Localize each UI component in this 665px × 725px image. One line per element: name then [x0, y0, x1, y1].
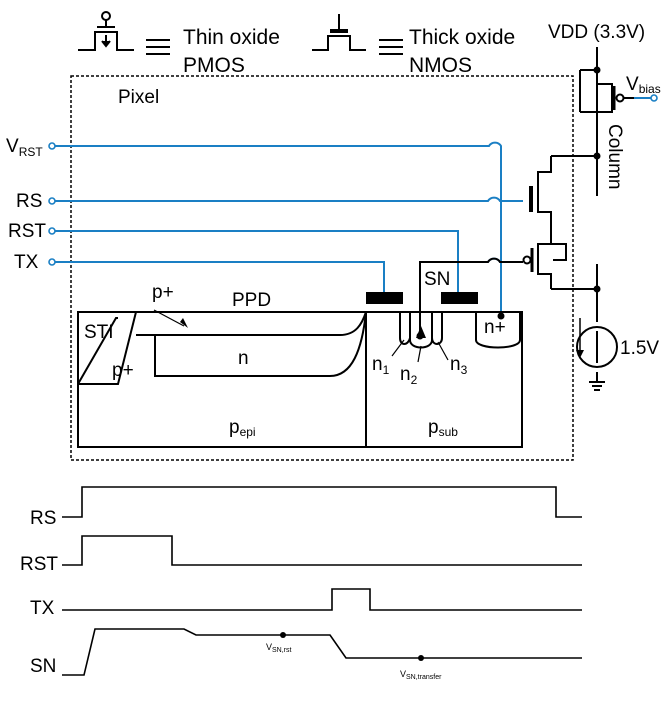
vbias-wire: [634, 94, 658, 102]
timing-waveforms: [62, 486, 582, 676]
device-cross-section: [77, 311, 523, 448]
p-plus-arrow-icon: [180, 318, 188, 328]
tx-label: TX: [14, 252, 39, 273]
n2-arrow-icon: [416, 326, 426, 338]
vsn-transfer-label: VSN,transfer: [400, 669, 442, 681]
vsn-transfer-dot: [418, 655, 424, 661]
psub-label: psub: [428, 417, 458, 439]
n3-label: n3: [450, 354, 468, 377]
current-source-label: 1.5V: [620, 338, 659, 359]
equivalence-sign-nmos: [379, 39, 403, 55]
timing-tx-label: TX: [30, 598, 55, 619]
rs-waveform: [62, 486, 582, 518]
vrst-contact-dot: [497, 312, 505, 320]
signal-pins: [48, 142, 56, 266]
timing-sn-label: SN: [30, 656, 56, 677]
nmos-legend-line1: Thick oxide: [409, 26, 515, 49]
pmos-legend-line1: Thin oxide: [183, 26, 280, 49]
pixel-boundary: [70, 75, 574, 461]
column-transistors: [522, 156, 605, 391]
current-arrow-icon: [576, 318, 584, 358]
rst-waveform: [62, 535, 582, 566]
supply-dots: [593, 66, 601, 293]
current-source: [576, 326, 618, 368]
pmos-legend-line2: PMOS: [183, 54, 245, 77]
p-plus-side-label: p+: [112, 360, 134, 381]
n1-label: n1: [372, 354, 390, 377]
p-plus-top-label: p+: [152, 282, 174, 303]
equivalence-sign-pmos: [146, 39, 170, 55]
vdd-label: VDD (3.3V): [548, 22, 645, 43]
column-label: Column: [604, 124, 625, 189]
pmos-legend-symbol: [78, 11, 134, 51]
sn-waveform: [62, 628, 582, 676]
ppd-label: PPD: [232, 290, 271, 311]
rs-label: RS: [16, 191, 42, 212]
tx-waveform: [62, 588, 582, 611]
pixel-title: Pixel: [118, 87, 159, 108]
n-plus-label: n+: [484, 317, 506, 338]
nmos-legend-line2: NMOS: [409, 54, 472, 77]
timing-rs-label: RS: [30, 508, 56, 529]
rst-label: RST: [8, 221, 46, 242]
nmos-legend-symbol: [312, 14, 366, 51]
sn-label: SN: [424, 269, 450, 290]
pepi-label: pepi: [229, 417, 256, 439]
n-well-label: n: [238, 348, 249, 369]
vrst-label: VRST: [6, 136, 43, 159]
vsn-rst-label: VSN,rst: [266, 642, 292, 654]
n-label-leaders: [153, 309, 449, 363]
vsn-rst-dot: [280, 632, 286, 638]
signal-wires: [55, 141, 523, 316]
timing-rst-label: RST: [20, 554, 58, 575]
vbias-label: Vbias: [626, 74, 661, 96]
gate-blocks: [366, 292, 478, 304]
sti-label: STI: [84, 322, 114, 343]
n2-label: n2: [400, 364, 418, 387]
